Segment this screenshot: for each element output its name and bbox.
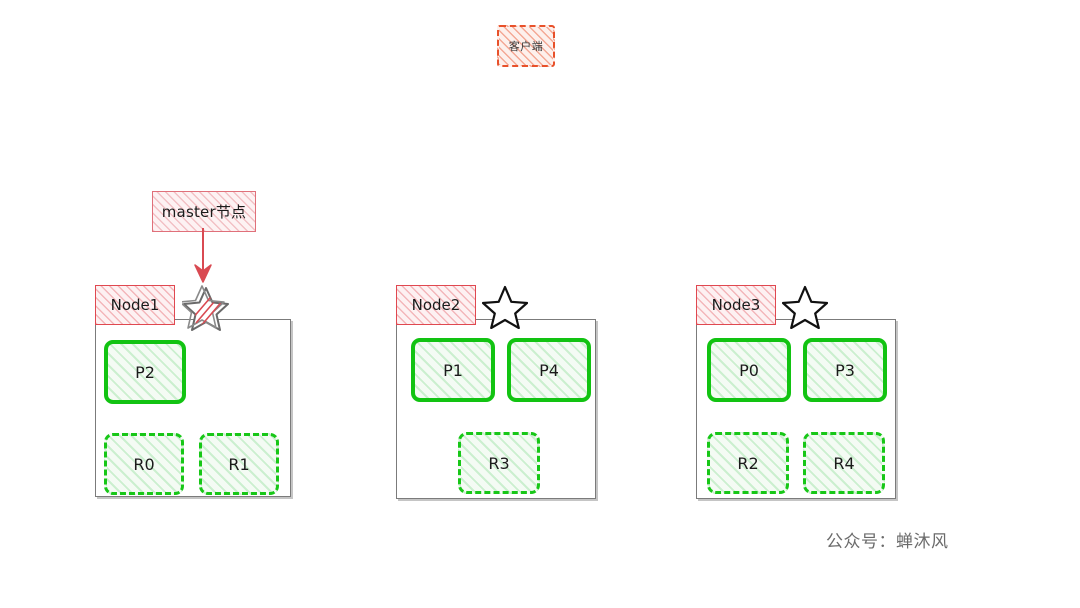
- shard-p2: P2: [104, 340, 186, 404]
- master-callout-label: master节点: [161, 203, 247, 221]
- shard-r0-label: R0: [133, 454, 155, 474]
- watermark: 公众号：蝉沐风: [826, 532, 949, 552]
- shard-p0-label: P0: [739, 360, 759, 380]
- shard-p4: P4: [507, 338, 591, 402]
- shard-r3: R3: [458, 432, 540, 494]
- master-arrow-connector: [194, 228, 212, 283]
- shard-r2: R2: [707, 432, 789, 494]
- shard-r1-label: R1: [228, 454, 250, 474]
- node2-label: Node2: [411, 296, 461, 314]
- client-label: 客户端: [508, 40, 544, 53]
- node1-tab: Node1: [95, 285, 175, 325]
- node3-label: Node3: [711, 296, 761, 314]
- shard-r0: R0: [104, 433, 184, 495]
- node1-master-star-icon: [182, 285, 229, 331]
- shard-p0: P0: [707, 338, 791, 402]
- node2-star-icon: [482, 285, 528, 329]
- shard-p1-label: P1: [443, 360, 463, 380]
- node2-tab: Node2: [396, 285, 476, 325]
- shard-r1: R1: [199, 433, 279, 495]
- node3-star-icon: [782, 285, 828, 329]
- node1-body: P2 R0 R1: [95, 319, 291, 497]
- node3-tab: Node3: [696, 285, 776, 325]
- master-callout-box: master节点: [152, 191, 256, 232]
- node1-label: Node1: [110, 296, 160, 314]
- shard-p3: P3: [803, 338, 887, 402]
- shard-r4: R4: [803, 432, 885, 494]
- shard-p3-label: P3: [835, 360, 855, 380]
- shard-p1: P1: [411, 338, 495, 402]
- shard-r3-label: R3: [488, 453, 510, 473]
- shard-r4-label: R4: [833, 453, 855, 473]
- shard-p4-label: P4: [539, 360, 559, 380]
- shard-r2-label: R2: [737, 453, 759, 473]
- node2-body: P1 P4 R3: [396, 319, 596, 499]
- shard-p2-label: P2: [135, 362, 155, 382]
- client-box: 客户端: [497, 25, 555, 67]
- node3-body: P0 P3 R2 R4: [696, 319, 896, 499]
